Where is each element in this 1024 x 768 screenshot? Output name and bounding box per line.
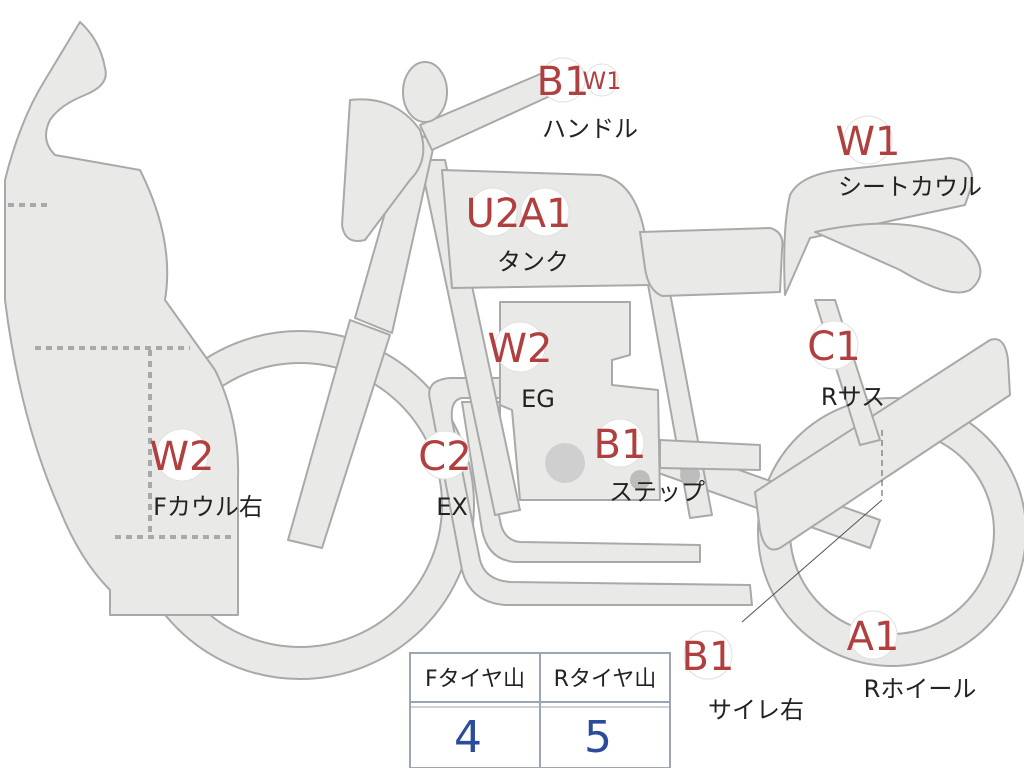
part-front-cowl-right: W2 Fカウル右: [150, 428, 263, 521]
part-label: タンク: [497, 248, 569, 276]
grade-badge: A1: [519, 191, 572, 237]
grade-badge: B1: [537, 59, 590, 105]
grade-badge: W1: [836, 119, 901, 165]
part-tank: U2 A1 タンク: [466, 187, 572, 276]
part-handle: B1 W1 ハンドル: [537, 57, 638, 143]
grade-badge: W1: [583, 67, 622, 95]
part-label: ステップ: [609, 478, 705, 506]
part-label: EX: [436, 493, 468, 521]
grade-badge: W2: [488, 326, 553, 372]
exhaust-pipe: [428, 377, 753, 606]
seat-cowl-shape: [783, 157, 974, 296]
grade-badge: A1: [847, 614, 900, 660]
grade-badge: C2: [418, 434, 471, 480]
table-header-rear-tire: Rタイヤ山: [554, 667, 657, 692]
grade-badge: B1: [682, 634, 735, 680]
part-rear-suspension: C1 Rサス: [807, 320, 885, 411]
tire-tread-table: Fタイヤ山 Rタイヤ山 4 5: [409, 652, 671, 768]
front-fork: [287, 319, 391, 549]
step-bar: [659, 439, 761, 471]
part-label: シートカウル: [838, 173, 982, 201]
frame: [419, 159, 521, 516]
part-label: Rホイール: [864, 675, 977, 703]
table-value-front-tire: 4: [454, 712, 482, 763]
part-muffler-right: B1 サイレ右: [682, 630, 804, 724]
part-engine: W2 EG: [488, 321, 555, 413]
part-label: Fカウル右: [153, 493, 263, 521]
grade-badge: U2: [466, 191, 521, 237]
table-header-front-tire: Fタイヤ山: [425, 667, 525, 692]
grade-badge: W2: [150, 434, 215, 480]
part-label: EG: [521, 385, 555, 413]
part-rear-wheel: A1 Rホイール: [847, 610, 977, 703]
part-label: Rサス: [821, 383, 885, 411]
part-seat-cowl: W1 シートカウル: [836, 115, 982, 201]
part-label: ハンドル: [542, 115, 638, 143]
grade-badge: B1: [594, 422, 647, 468]
part-label: サイレ右: [708, 696, 804, 724]
grade-badge: C1: [807, 324, 860, 370]
part-exhaust: C2 EX: [418, 430, 472, 521]
part-step: B1 ステップ: [594, 418, 705, 506]
front-cowl-shape: [4, 21, 240, 616]
seat-shape: [639, 227, 784, 297]
muffler-leader-line: [741, 430, 883, 623]
table-value-rear-tire: 5: [584, 712, 612, 763]
